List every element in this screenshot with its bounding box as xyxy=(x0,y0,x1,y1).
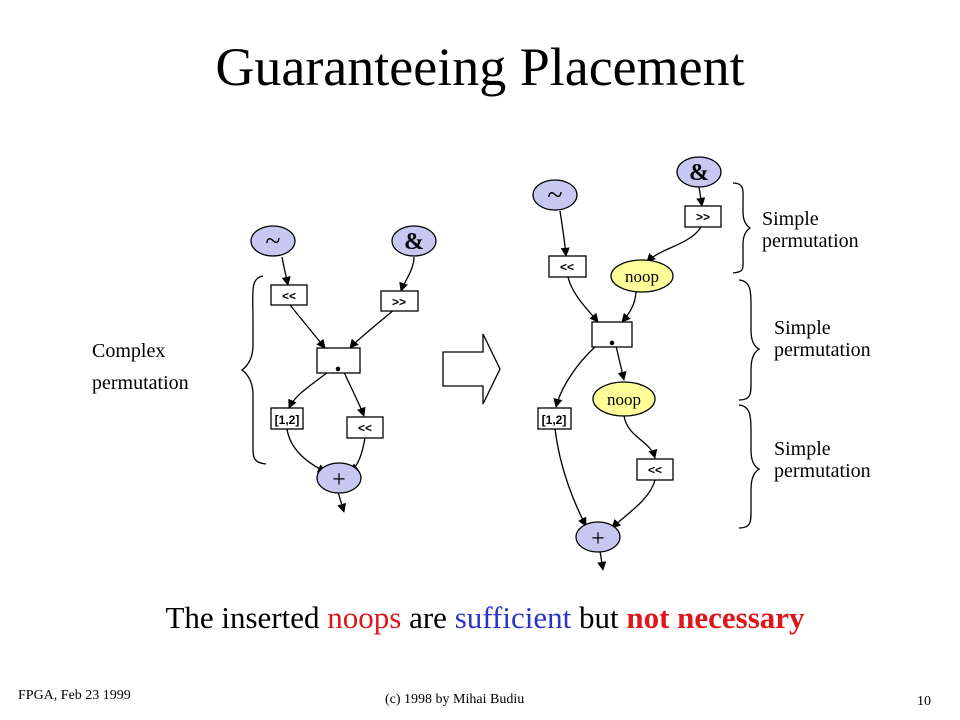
right-shl2-label: << xyxy=(648,463,662,477)
right-slice-label: [1,2] xyxy=(542,413,567,427)
edge-r-amp-to-shr xyxy=(696,186,706,207)
right-noop2-node: noop xyxy=(592,381,656,417)
left-shl-node: << xyxy=(270,284,308,306)
right-amp-node: & xyxy=(676,156,722,188)
edge-r-noop2-to-shl2 xyxy=(623,415,658,459)
left-slice-label: [1,2] xyxy=(275,413,300,427)
right-noop1-label: noop xyxy=(625,267,659,286)
right-brace-2-line1: Simple xyxy=(774,317,831,339)
edge-r-dot-to-slice xyxy=(553,345,597,408)
right-brace-3-line2: permutation xyxy=(774,460,871,482)
right-shr-label: >> xyxy=(696,210,710,224)
edge-r-noop1-to-dot xyxy=(621,289,637,323)
caption-sufficient: sufficient xyxy=(454,600,572,635)
left-tilde-node: ~ xyxy=(250,225,296,257)
edge-r-dot-to-noop2 xyxy=(615,345,627,381)
left-slice-node: [1,2] xyxy=(270,407,304,430)
caption-part-1: The inserted xyxy=(165,600,328,635)
left-dot-node: . xyxy=(316,347,361,378)
right-graph: & ~ >> << noop . noop [1,2] xyxy=(532,156,871,571)
right-shl2-node: << xyxy=(636,458,674,481)
edge-r-shl-to-dot xyxy=(567,276,599,323)
right-dot-label: . xyxy=(609,321,616,352)
edge-shl-to-dot xyxy=(289,304,326,349)
left-shl2-node: << xyxy=(346,416,384,439)
left-brace-label-line1: Complex xyxy=(92,340,165,362)
right-tilde-node: ~ xyxy=(532,179,578,211)
right-brace-1 xyxy=(732,182,752,274)
caption-part-5: but xyxy=(571,600,627,635)
edge-shr-to-dot xyxy=(349,308,396,349)
right-plus-node: + xyxy=(575,521,621,553)
edge-r-shr-to-noop1 xyxy=(646,226,702,263)
caption-not-necessary: not necessary xyxy=(626,600,805,635)
edge-slice-to-plus xyxy=(286,428,327,473)
left-graph: ~ & << >> . [1,2] << + xyxy=(92,225,437,513)
left-brace xyxy=(240,275,267,465)
edge-plus-out xyxy=(337,491,347,513)
left-plus-node: + xyxy=(316,462,362,494)
edge-tilde-to-shl xyxy=(281,256,291,286)
edge-r-shl2-to-plus xyxy=(611,479,656,529)
slide-title: Guaranteeing Placement xyxy=(215,37,745,97)
left-shl-label: << xyxy=(282,289,296,303)
left-brace-label-line2: permutation xyxy=(92,372,189,394)
left-shr-label: >> xyxy=(392,295,406,309)
edge-dot-to-slice xyxy=(288,371,329,409)
right-brace-2-line2: permutation xyxy=(774,339,871,361)
left-tilde-label: ~ xyxy=(265,226,280,257)
left-amp-node: & xyxy=(391,225,437,257)
edge-amp-to-shr xyxy=(399,256,415,292)
right-shl-node: << xyxy=(548,255,587,278)
edge-dot-to-shl2 xyxy=(343,371,366,417)
left-amp-label: & xyxy=(404,229,424,255)
right-tilde-label: ~ xyxy=(547,180,562,211)
right-brace-3-line1: Simple xyxy=(774,438,831,460)
footer-copyright: (c) 1998 by Mihai Budiu xyxy=(385,692,525,707)
transform-arrow xyxy=(442,333,501,405)
right-shl-label: << xyxy=(560,260,574,274)
footer-venue: FPGA, Feb 23 1999 xyxy=(18,688,131,703)
caption-noops: noops xyxy=(327,600,402,635)
right-brace-2 xyxy=(738,279,761,401)
right-brace-1-line1: Simple xyxy=(762,208,819,230)
right-brace-3 xyxy=(738,404,761,529)
right-plus-label: + xyxy=(591,526,605,552)
edge-r-slice-to-plus xyxy=(554,428,587,527)
caption-part-3: are xyxy=(401,600,455,635)
left-shl2-label: << xyxy=(358,421,372,435)
edge-r-tilde-to-shl xyxy=(559,210,570,257)
right-dot-node: . xyxy=(591,321,633,352)
page-number: 10 xyxy=(917,694,931,709)
edge-r-plus-out xyxy=(597,550,607,571)
right-noop2-label: noop xyxy=(607,390,641,409)
left-shr-node: >> xyxy=(380,290,419,312)
left-dot-label: . xyxy=(335,347,342,378)
slide-caption: The inserted noops are sufficient but no… xyxy=(0,600,960,636)
right-slice-node: [1,2] xyxy=(537,407,572,430)
left-plus-label: + xyxy=(332,467,346,493)
right-shr-node: >> xyxy=(684,205,722,228)
right-brace-1-line2: permutation xyxy=(762,230,859,252)
right-amp-label: & xyxy=(689,160,709,186)
right-noop1-node: noop xyxy=(610,259,674,293)
